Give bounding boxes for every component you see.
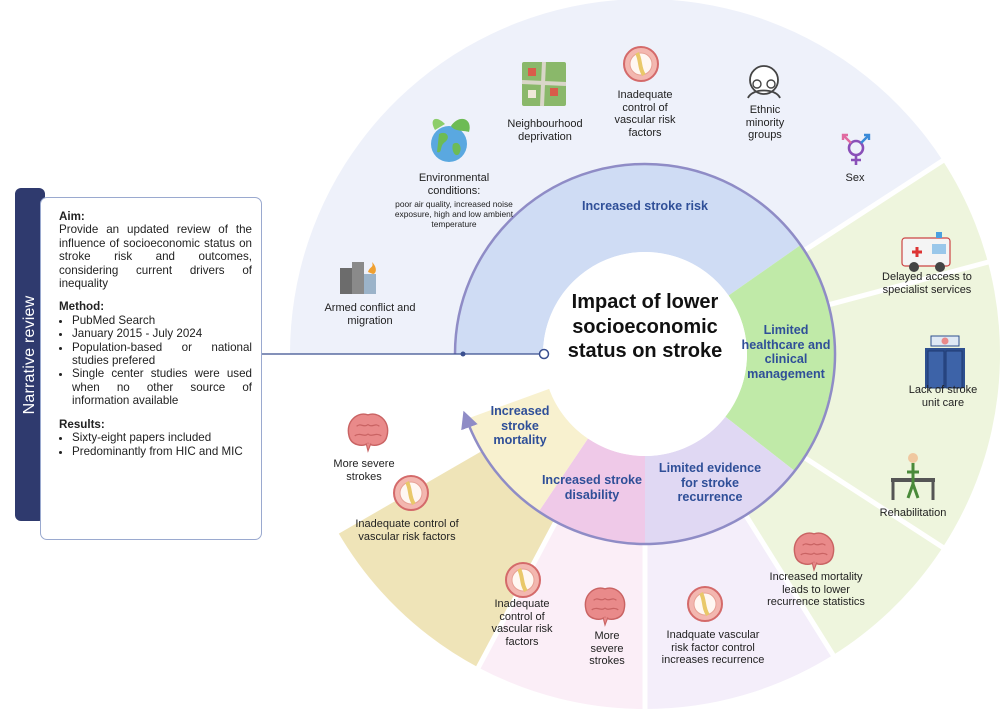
brain-icon <box>584 587 626 627</box>
ambulance-icon <box>901 232 951 272</box>
center-title: Impact of lower socioeconomic status on … <box>567 291 723 362</box>
vascular-icon <box>687 586 723 622</box>
label-inadequate-recurrence: Inadquate vascular risk factor control i… <box>661 629 765 667</box>
center-disc <box>543 252 747 456</box>
method-item: PubMed Search <box>72 314 252 327</box>
label-mortality-severe: More severe strokes <box>333 458 395 483</box>
vascular-icon <box>623 46 659 82</box>
method-item: Single center studies were used when no … <box>72 367 252 407</box>
label-vascular-risk-top: Inadequate control of vascular risk fact… <box>614 89 676 139</box>
outer-sector-healthcare <box>745 160 1000 656</box>
label-environment-title: Environmental conditions: <box>418 172 490 197</box>
label-disability-severe: More severe strokes <box>589 630 625 668</box>
label-stroke-unit: Lack of stroke unit care <box>908 384 978 409</box>
outer-sector-recurrence <box>645 515 834 709</box>
earth-icon <box>431 118 470 162</box>
stroke-unit-icon <box>925 335 965 389</box>
rehabilitation-icon <box>891 453 935 500</box>
method-item: Population-based or national studies pre… <box>72 341 252 368</box>
vascular-icon <box>505 562 541 598</box>
connector-dot <box>460 351 466 357</box>
summary-panel: Aim: Provide an updated review of the in… <box>40 197 262 540</box>
ring-label-mortality: Increased stroke mortality <box>490 404 550 448</box>
label-increased-mortality: Increased mortality leads to lower recur… <box>767 571 865 609</box>
inner-sector-healthcare <box>725 245 836 471</box>
outer-separator <box>802 158 945 253</box>
label-delayed-access: Delayed access to specialist services <box>882 271 972 296</box>
vascular-icon <box>393 475 429 511</box>
ring-outline <box>453 162 837 401</box>
label-environment-detail: poor air quality, increased noise exposu… <box>394 199 514 229</box>
label-disability-vascular: Inadequate control of vascular risk fact… <box>491 598 553 648</box>
brain-icon <box>793 532 835 572</box>
map-icon <box>521 61 567 107</box>
label-neighbourhood: Neighbourhood deprivation <box>507 118 583 143</box>
brain-icon <box>347 413 389 453</box>
ring-arrow <box>461 399 831 546</box>
results-item: Sixty-eight papers included <box>72 431 252 444</box>
aim-heading: Aim: <box>59 210 85 223</box>
method-item: January 2015 - July 2024 <box>72 327 252 340</box>
outer-sector-mortality <box>337 449 556 668</box>
results-item: Predominantly from HIC and MIC <box>72 445 252 458</box>
outer-sector-disability <box>478 521 645 709</box>
narrative-review-label: Narrative review <box>21 295 38 414</box>
label-ethnic-minority: Ethnic minority groups <box>745 104 785 142</box>
gender-icon <box>841 133 871 165</box>
label-armed-conflict: Armed conflict and migration <box>324 302 416 327</box>
label-mortality-vascular: Inadequate control of vascular risk fact… <box>355 518 459 543</box>
method-list: PubMed Search January 2015 - July 2024 P… <box>59 314 252 408</box>
inner-sector-mortality <box>466 388 588 512</box>
results-heading: Results: <box>59 417 105 431</box>
outer-separator <box>743 513 836 658</box>
ring-label-healthcare: Limited healthcare and clinical manageme… <box>741 323 831 381</box>
outer-separator <box>802 455 945 550</box>
inner-sector-recurrence <box>645 416 795 544</box>
ring-label-disability: Increased stroke disability <box>541 473 643 502</box>
connector-end <box>538 348 550 360</box>
results-list: Sixty-eight papers included Predominantl… <box>59 431 252 458</box>
aim-text: Provide an updated review of the influen… <box>59 223 252 291</box>
city-conflict-icon <box>340 262 376 294</box>
ring-label-stroke-risk: Increased stroke risk <box>581 199 708 213</box>
method-heading: Method: <box>59 300 105 314</box>
people-icon <box>747 65 781 99</box>
outer-separator <box>827 259 990 308</box>
label-rehabilitation: Rehabilitation <box>879 507 947 519</box>
ring-label-recurrence: Limited evidence for stroke recurrence <box>658 461 762 505</box>
inner-sector-disability <box>538 438 645 545</box>
outer-sector-risk <box>290 0 943 354</box>
inner-sector-risk <box>455 163 801 354</box>
label-sex: Sex <box>845 172 865 184</box>
